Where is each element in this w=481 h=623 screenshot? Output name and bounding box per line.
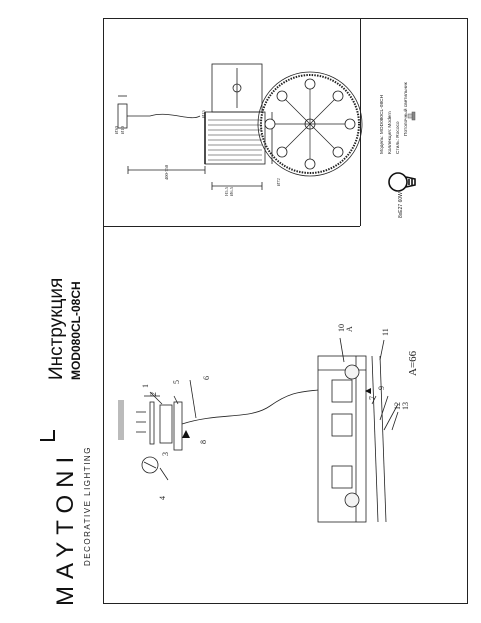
label-4: 4 [158, 496, 167, 500]
label-11: 11 [381, 328, 390, 336]
label-13: 13 [401, 402, 410, 410]
label-1: 1 [141, 384, 150, 388]
label-2: 2 [149, 392, 158, 396]
dim-canopy-diameter: Ø30 [114, 126, 119, 134]
dim-height: 400-750 [164, 164, 169, 180]
label-12: 12 [393, 402, 402, 410]
label-7: 7 [368, 396, 377, 400]
logo-emblem [40, 430, 55, 441]
dim-diameter: Ø72 [276, 178, 281, 186]
assembly-note: A=66 [407, 350, 419, 376]
label-3: 3 [161, 452, 170, 456]
dim-height-2: Ø6.5 [229, 186, 234, 196]
assembly-labels: 1 2 3 4 5 6 7 8 9 10 11 12 13 A [141, 324, 410, 500]
frame-divider-horizontal [103, 226, 360, 227]
dim-lamp-height: H5.5 [224, 186, 229, 196]
ceiling-mount-icon [407, 111, 416, 121]
dim-canopy: Ø10 [120, 126, 125, 134]
assembly-diagram [118, 337, 399, 523]
dimension-side-view [117, 63, 273, 190]
label-5: 5 [172, 380, 181, 384]
label-6: 6 [202, 376, 211, 380]
lightbulb-icon [388, 172, 416, 192]
label-8: 8 [199, 440, 208, 444]
drawing-frame [103, 18, 468, 604]
label-9: 9 [377, 386, 386, 390]
assembly-arrows [182, 388, 371, 438]
label-10: 10 [337, 324, 346, 332]
dimension-labels: Ø10 Ø30 400-750 Ø6.5 H5.5 Ø72 Ø15 [114, 110, 281, 196]
label-10-suffix: A [345, 326, 354, 332]
dim-shade: Ø15 [201, 110, 206, 118]
frame-divider-vertical [360, 18, 361, 226]
top-view-circle [257, 71, 363, 177]
